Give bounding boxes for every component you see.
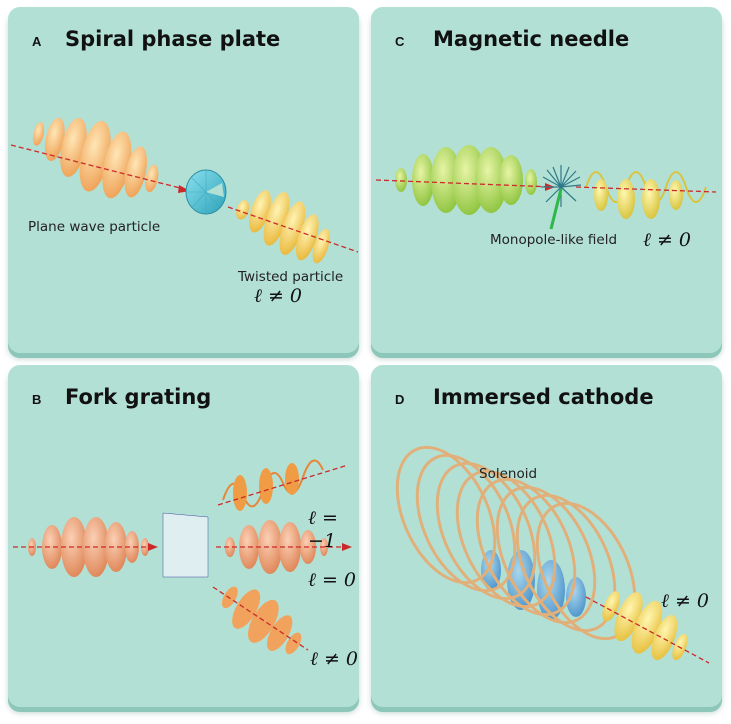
fork-grating-illustration — [13, 459, 352, 655]
twisted-lobe — [279, 201, 306, 255]
twisted-lobe — [249, 190, 271, 233]
ell-not-zero-label: ℓ ≠ 0 — [643, 229, 692, 251]
panel-letter: A — [32, 34, 42, 49]
twisted-lobe — [631, 600, 663, 654]
twisted-lobe — [236, 200, 250, 220]
twisted-lobe — [285, 463, 299, 495]
arrow-head-icon — [342, 543, 352, 551]
monopole-field-label: Monopole-like field — [490, 232, 618, 248]
twisted-lobe — [233, 475, 247, 511]
panel-title: Spiral phase plate — [65, 27, 281, 51]
ell-minus-one-label: ℓ = −1 — [308, 507, 338, 552]
panel-letter: B — [32, 392, 42, 407]
wave-disc — [525, 169, 537, 195]
twisted-lobe — [232, 589, 261, 629]
twisted-lobe — [259, 468, 273, 504]
panel-title: Fork grating — [65, 385, 212, 409]
wave-disc — [145, 164, 159, 193]
ell-zero-label: ℓ = 0 — [308, 569, 357, 591]
solenoid-coil — [395, 445, 637, 641]
twisted-lobe — [594, 179, 608, 211]
immersed-cathode-illustration — [395, 445, 710, 664]
twisted-lobe — [602, 591, 621, 622]
wave-disc — [258, 520, 282, 574]
wave-disc — [431, 147, 461, 213]
panel-title: Immersed cathode — [433, 385, 654, 409]
magnetic-needle-illustration — [375, 145, 717, 230]
beam-axis — [575, 186, 717, 193]
ell-not-zero-label: ℓ ≠ 0 — [254, 285, 303, 307]
twisted-lobe — [312, 228, 330, 264]
wave-disc — [499, 155, 523, 205]
beam-axis — [375, 179, 554, 188]
twisted-lobe — [617, 179, 635, 219]
fork-grating — [162, 512, 209, 578]
plane-wave-label: Plane wave particle — [28, 219, 161, 235]
wave-disc — [412, 154, 434, 206]
panel-title: Magnetic needle — [433, 27, 630, 51]
twisted-lobe — [248, 599, 279, 643]
panel-letter: D — [395, 392, 405, 407]
wave-disc — [395, 168, 407, 192]
panel-letter: C — [395, 34, 405, 49]
spiral-phase-plate — [185, 169, 227, 215]
twisted-lobe — [669, 180, 683, 210]
wave-disc — [42, 525, 62, 569]
spiral-phase-plate-illustration — [10, 117, 359, 264]
wave-disc — [125, 531, 139, 563]
panel-b: B Fork grating — [8, 365, 359, 707]
solenoid-label: Solenoid — [479, 466, 538, 482]
beam-axis — [212, 586, 309, 651]
wave-disc — [124, 146, 147, 198]
wave-disc — [102, 131, 132, 199]
panel-a: A Spiral phase plate — [8, 7, 359, 353]
twisted-lobe — [651, 614, 678, 661]
wave-disc — [44, 117, 65, 162]
beam-axis — [585, 596, 710, 664]
wave-disc — [33, 122, 45, 146]
panel-d: D Immersed cathode — [371, 365, 722, 707]
twisted-lobe — [267, 615, 293, 651]
beam-axis — [227, 206, 359, 253]
twisted-lobe — [296, 214, 319, 261]
magnetic-needle — [549, 188, 563, 230]
beam-axis — [10, 144, 189, 191]
ell-not-zero-label: ℓ ≠ 0 — [310, 648, 359, 670]
wave-disc — [225, 537, 235, 557]
twisted-lobe — [285, 632, 302, 655]
wave-disc — [105, 522, 127, 572]
wave-disc — [475, 147, 507, 213]
twisted-lobe — [263, 191, 290, 246]
twisted-lobe — [614, 592, 643, 642]
beam-axis — [217, 464, 349, 506]
twisted-lobe — [642, 179, 660, 219]
arrow-head-icon — [148, 543, 158, 551]
twisted-particle-label: Twisted particle — [238, 269, 344, 285]
panel-c: C Magnetic needle — [371, 7, 722, 353]
ell-not-zero-label: ℓ ≠ 0 — [661, 590, 710, 612]
